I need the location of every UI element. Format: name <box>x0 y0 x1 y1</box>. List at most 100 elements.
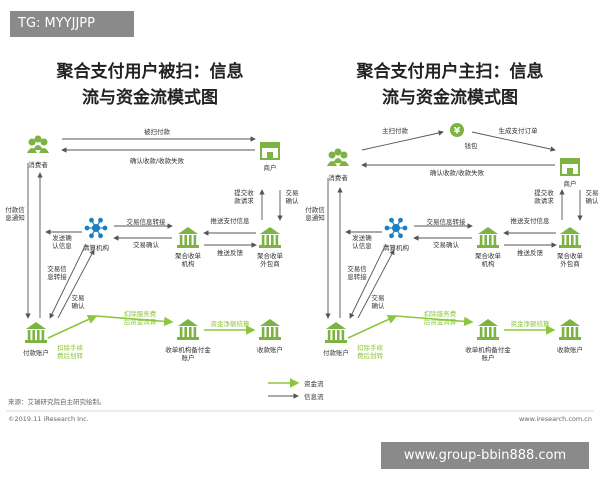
bank-pillar <box>566 235 569 245</box>
person-head <box>328 151 336 159</box>
person-body <box>333 158 343 163</box>
clearing-label: 清算机构 <box>383 243 410 252</box>
bank-pillar <box>266 327 269 337</box>
bank-pillar <box>261 327 265 337</box>
bank-pillar <box>489 327 492 337</box>
gen-order-arrow <box>471 131 556 152</box>
bank-base <box>477 337 499 340</box>
submit-request-label: 提交收款请求 <box>234 188 254 205</box>
shop-awning <box>560 158 580 163</box>
bank-pillar <box>184 327 187 337</box>
bank-pillar <box>275 235 279 245</box>
bank-roof <box>478 227 498 234</box>
watermark-bottom: www.group-bbin888.com <box>381 442 589 469</box>
acquirer-icon <box>177 227 199 248</box>
net-clear-label: 扣除服务费后资金清算 <box>424 309 457 326</box>
push-payment-info-label: 推送支付信息 <box>211 216 251 225</box>
reserve-account-icon <box>477 319 499 340</box>
title-line-2: 流与资金流模式图 <box>82 87 218 108</box>
consumer-icon <box>27 135 49 153</box>
bank-roof <box>260 227 280 234</box>
trade-info-forward-label: 交易信息转接 <box>427 217 467 226</box>
push-payment-info-label: 推送支付信息 <box>511 216 551 225</box>
wallet-coin <box>450 123 464 137</box>
fee-deduct-arrow <box>47 314 98 339</box>
payment-info-notice-label: 付款信息通知 <box>5 205 25 222</box>
bank-pillar <box>332 330 335 340</box>
acquirer-label: 聚合收单机构 <box>475 251 502 268</box>
shop-door <box>267 152 273 159</box>
bank-pillar <box>189 235 192 245</box>
merchant-shop-icon <box>260 142 280 160</box>
bank-roof <box>326 322 346 329</box>
merchant-label: 商户 <box>564 179 577 188</box>
bank-pillar <box>327 330 331 340</box>
network-node <box>89 217 94 223</box>
bank-base <box>25 340 47 343</box>
bank-pillar <box>184 235 187 245</box>
network-node <box>389 217 394 223</box>
net-clear-label: 扣除服务费后资金清算 <box>124 309 157 326</box>
trade-info-forward-label: 交易信息转接 <box>127 217 167 226</box>
clearing-network-icon <box>84 217 108 239</box>
consumer-label: 消费者 <box>328 173 348 182</box>
trade-confirm-v-label: 交易确认 <box>372 293 386 310</box>
yen-glyph: ¥ <box>454 127 461 137</box>
payee-account-icon <box>259 319 281 340</box>
trade-confirm-clear-label: 交易确认 <box>133 240 160 249</box>
bank-pillar <box>32 330 35 340</box>
copyright: ©2019.11 iResearch Inc. <box>8 415 89 423</box>
payee-account-label: 收款账户 <box>557 345 583 354</box>
wallet-label: 钱包 <box>465 141 479 150</box>
bank-base <box>559 245 581 248</box>
clearing-to-payer-arrow <box>349 243 387 319</box>
bank-pillar <box>41 330 45 340</box>
bank-pillar <box>561 327 565 337</box>
source-note: 来源：艾瑞研究院自主研究绘制。 <box>8 397 106 406</box>
bank-roof <box>178 227 198 234</box>
title-line-1: 聚合支付用户主扫：信息 <box>356 61 544 82</box>
merchant-confirm-label: 交易确认 <box>586 188 600 205</box>
watermark-top: TG: MYYJJPP <box>10 11 134 37</box>
bank-pillar <box>179 327 183 337</box>
bank-pillar <box>484 235 487 245</box>
acquirer-icon <box>477 227 499 248</box>
network-node <box>98 217 103 223</box>
bank-pillar <box>575 327 579 337</box>
bank-pillar <box>566 327 569 337</box>
clearing-to-payer-arrow <box>49 243 87 319</box>
fee-deduct-label: 扣除手续费后划转 <box>357 343 384 360</box>
network-node <box>398 217 403 223</box>
bank-pillar <box>484 327 487 337</box>
network-hub <box>392 224 400 232</box>
confirm-receipt-label: 确认收款/收款失败 <box>130 156 185 165</box>
payer-account-label: 付款账户 <box>23 348 49 357</box>
bank-base <box>259 337 281 340</box>
network-node <box>402 225 408 231</box>
bank-roof <box>26 322 46 329</box>
bank-pillar <box>571 235 574 245</box>
submit-request-label: 提交收款请求 <box>534 188 554 205</box>
active-pay-label: 主扫付款 <box>382 126 409 135</box>
trade-info-forward-v-label: 交易信息转接 <box>47 264 67 281</box>
person-head <box>28 138 36 146</box>
aggregator-icon <box>259 227 281 248</box>
bank-pillar <box>561 235 565 245</box>
network-node <box>398 233 403 239</box>
push-feedback-label: 推送反馈 <box>217 248 244 257</box>
clearing-network-icon <box>384 217 408 239</box>
bank-roof <box>178 319 198 326</box>
merchant-shop-icon <box>560 158 580 176</box>
trade-info-forward-v-label: 交易信息转接 <box>347 264 367 281</box>
bank-pillar <box>479 235 483 245</box>
bank-pillar <box>266 235 269 245</box>
network-node <box>84 225 90 231</box>
payer-account-label: 付款账户 <box>323 348 349 357</box>
aggregator-icon <box>559 227 581 248</box>
network-node <box>102 225 108 231</box>
bank-pillar <box>271 235 274 245</box>
bank-base <box>177 337 199 340</box>
fund-clear-label: 资金净额结算 <box>511 319 551 328</box>
